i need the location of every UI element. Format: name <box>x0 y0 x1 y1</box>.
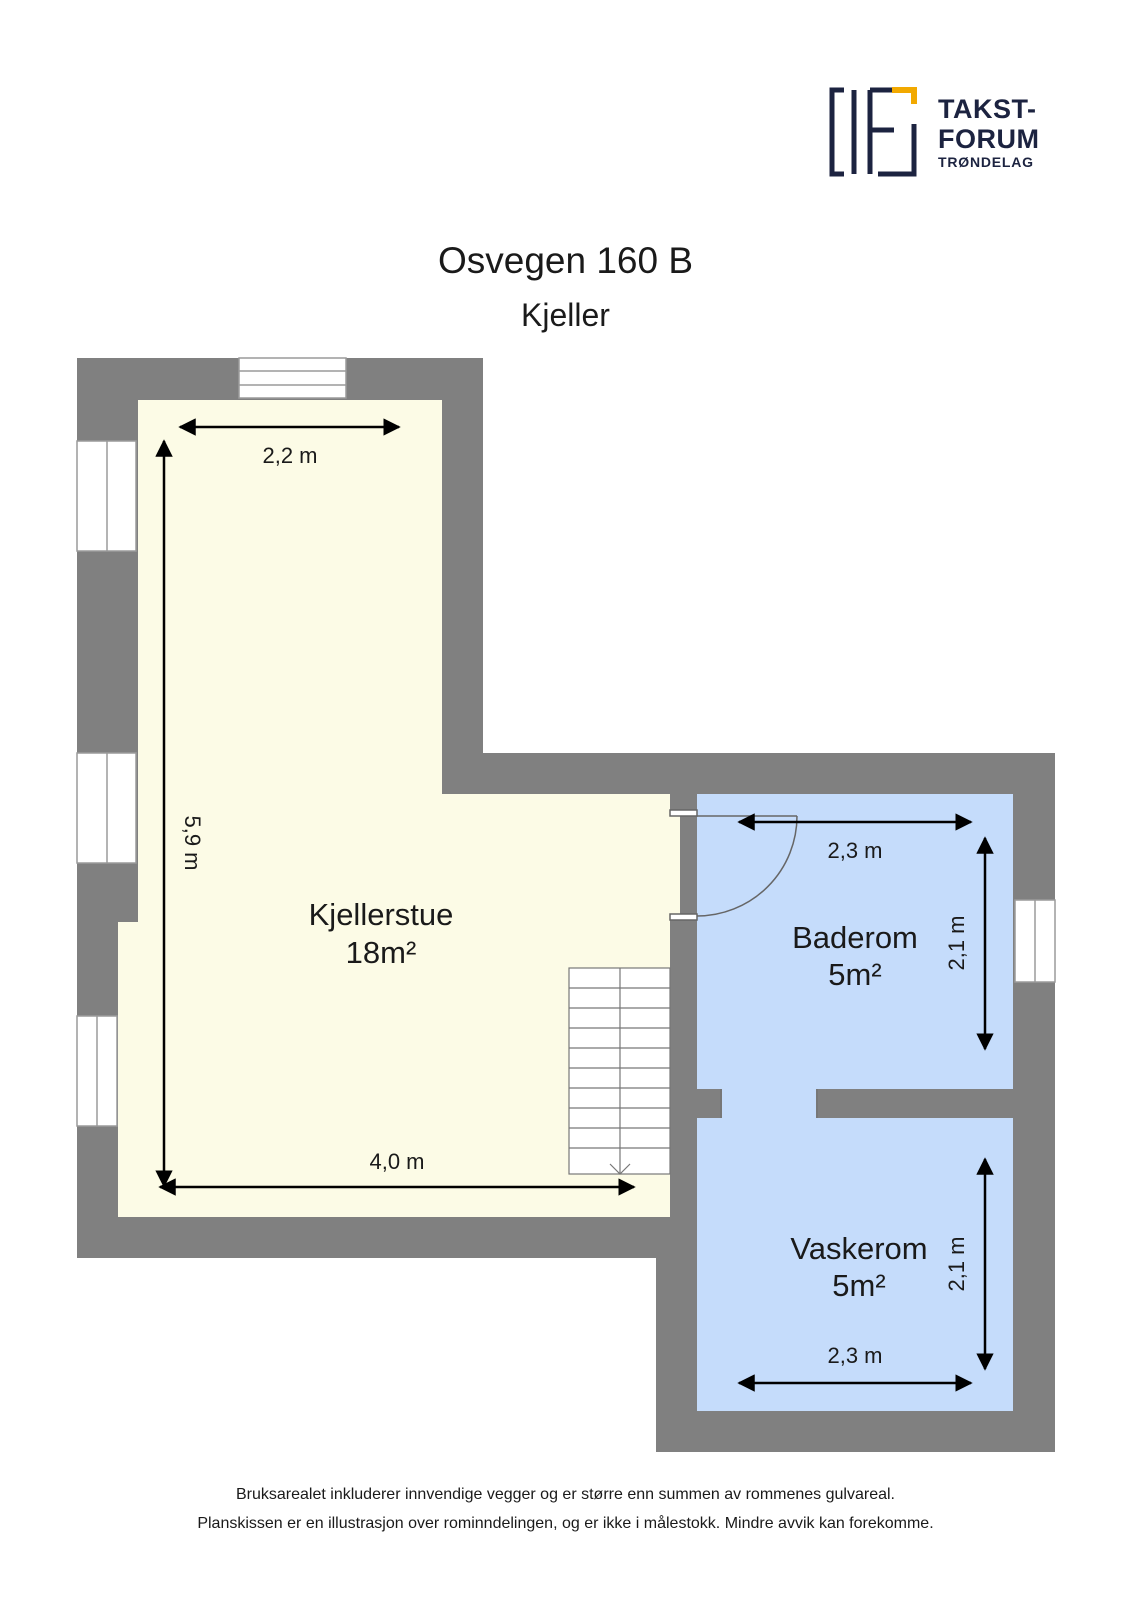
laundry-door-opening <box>721 1089 817 1118</box>
room-area-baderom: 5m² <box>828 957 881 992</box>
logo-text-line2: FORUM <box>938 124 1040 154</box>
vaskerom-floor <box>697 1118 1013 1411</box>
dim-kjellerstue-height: 5,9 m <box>180 815 205 870</box>
takstforum-logo-mark-icon <box>829 87 917 177</box>
dim-baderom-height: 2,1 m <box>944 915 969 970</box>
interior-wall-bath-laundry-left <box>697 1089 721 1118</box>
dim-baderom-width: 2,3 m <box>827 838 882 863</box>
logo-text-line3: TRØNDELAG <box>938 154 1034 170</box>
interior-wall-lower <box>670 918 697 1217</box>
dim-vaskerom-height: 2,1 m <box>944 1236 969 1291</box>
baderom-floor <box>697 794 1013 1089</box>
plan-title: Osvegen 160 B <box>437 240 694 281</box>
floor-name: Kjeller <box>521 297 610 333</box>
logo-text-line1: TAKST- <box>938 94 1037 124</box>
footer-note-disclaimer: Planskissen er en illustrasjon over romi… <box>197 1515 934 1532</box>
room-name-vaskerom: Vaskerom <box>790 1231 927 1266</box>
interior-wall-upper <box>670 794 697 814</box>
room-area-vaskerom: 5m² <box>832 1268 885 1303</box>
windows <box>76 357 1056 1127</box>
dim-vaskerom-width: 2,3 m <box>827 1343 882 1368</box>
kjellerstue-floor <box>118 400 680 1217</box>
window-top <box>238 357 347 399</box>
room-name-baderom: Baderom <box>792 920 918 955</box>
room-name-kjellerstue: Kjellerstue <box>309 897 454 932</box>
dim-kjellerstue-bottom: 4,0 m <box>369 1149 424 1174</box>
footer-note-area: Bruksarealet inkluderer innvendige vegge… <box>236 1486 895 1503</box>
takstforum-logo: TAKST- FORUM TRØNDELAG <box>828 84 1058 180</box>
room-area-kjellerstue: 18m² <box>346 935 417 970</box>
stairs <box>568 967 671 1175</box>
dim-kjellerstue-top: 2,2 m <box>262 443 317 468</box>
interior-wall-bath-laundry-right <box>817 1089 1013 1118</box>
